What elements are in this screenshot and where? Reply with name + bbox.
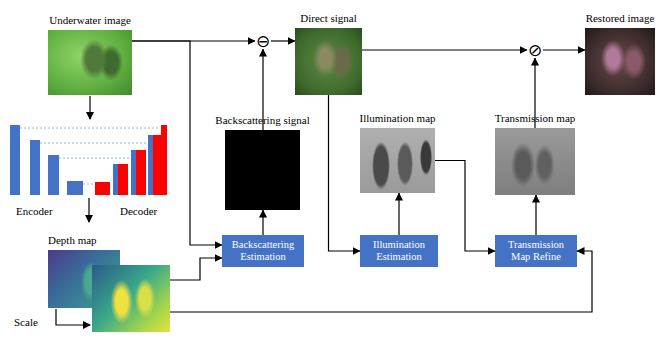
subtract-operator: ⊖: [255, 33, 271, 49]
arrow: [88, 198, 89, 222]
scale-arrow: [56, 309, 90, 325]
encoder-bars: [10, 125, 83, 195]
process-box: Illumination Estimation: [360, 235, 438, 267]
image-heading: Depth map: [48, 234, 97, 247]
operator-symbol: ⊘: [528, 42, 542, 58]
connector: [329, 95, 361, 251]
backscattering-image: Backscattering signal: [225, 130, 300, 210]
connector: [435, 161, 495, 252]
process-label: Backscattering Estimation: [226, 239, 300, 263]
restored-image: Restored image: [585, 28, 655, 95]
operator-symbol: ⊖: [256, 33, 270, 49]
image-heading: Illumination map: [359, 112, 435, 125]
connector: [398, 193, 399, 235]
process-label: Illumination Estimation: [364, 239, 434, 263]
image-heading: Underwater image: [49, 14, 131, 27]
connector: [535, 195, 536, 235]
image-heading: Backscattering signal: [215, 114, 309, 127]
decoder-bars: [95, 125, 167, 195]
image-heading: Restored image: [586, 12, 655, 25]
process-box: Backscattering Estimation: [222, 235, 304, 267]
arrow: [89, 96, 90, 119]
direct-signal-image: Direct signal: [295, 28, 362, 95]
divide-operator: ⊘: [527, 42, 543, 58]
process-box: Transmission Map Refine: [495, 235, 577, 267]
encoder-label: Encoder: [16, 205, 53, 218]
connector: [262, 210, 263, 235]
depth-map-images: Depth map: [48, 250, 170, 332]
image-heading: Direct signal: [300, 12, 357, 25]
image-heading: Transmission map: [495, 112, 576, 125]
underwater-image: Underwater image: [48, 30, 132, 95]
connector: [170, 258, 222, 280]
transmission-image: Transmission map: [495, 128, 575, 195]
skip-connections: [20, 128, 160, 184]
decoder-label: Decoder: [120, 205, 157, 218]
connector: [543, 49, 585, 50]
scaled-depth-image: [92, 265, 170, 332]
connector: [271, 40, 295, 41]
scale-label: Scale: [14, 316, 38, 329]
illumination-image: Illumination map: [360, 128, 435, 193]
process-label: Transmission Map Refine: [499, 239, 573, 263]
connector: [362, 49, 527, 50]
